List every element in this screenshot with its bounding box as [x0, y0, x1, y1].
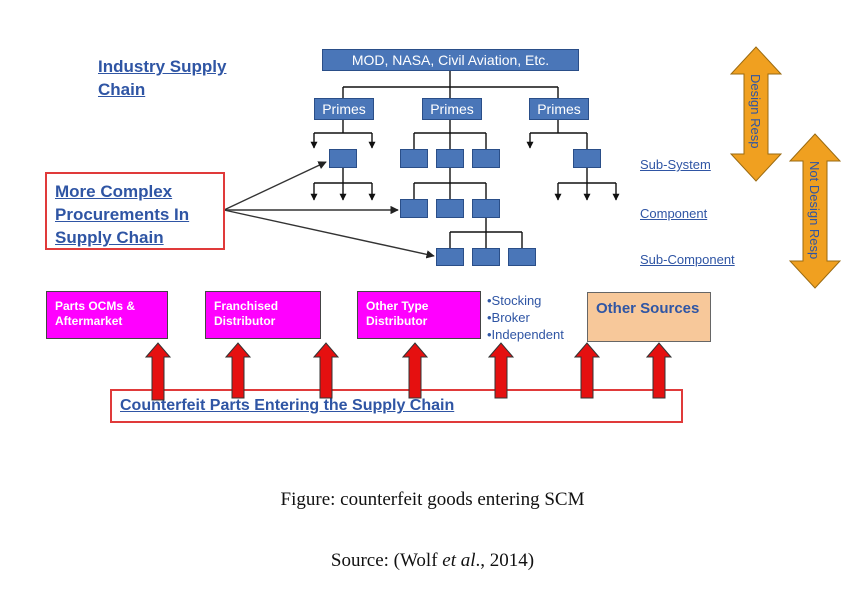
red-up-arrow: [312, 342, 340, 399]
red-up-arrow: [224, 342, 252, 399]
subcomponent-node: [472, 248, 500, 266]
bullet-item: •Broker: [487, 310, 530, 325]
source-parts-ocm: Parts OCMs & Aftermarket: [46, 291, 168, 339]
prime-box-2: Primes: [422, 98, 482, 120]
source-italic: et al: [442, 550, 476, 571]
design-resp-arrow: [730, 46, 782, 182]
page-title: Industry Supply Chain: [98, 57, 227, 99]
source-prefix: Source: (Wolf: [330, 550, 443, 571]
level-label-subcomponent: Sub-Component: [640, 252, 735, 267]
source-suffix: ., 2014): [475, 550, 535, 571]
subcomponent-node: [508, 248, 536, 266]
design-resp-label: Design Resp: [748, 74, 763, 149]
subsystem-node: [573, 149, 601, 168]
subsystem-node: [400, 149, 428, 168]
source-caption: Source: (Wolf et al., 2014): [0, 550, 865, 572]
red-up-arrow: [401, 342, 429, 399]
subsystem-node: [472, 149, 500, 168]
red-up-arrow: [144, 342, 172, 401]
level-label-component: Component: [640, 206, 708, 221]
subcomponent-node: [436, 248, 464, 266]
component-node: [472, 199, 500, 218]
counterfeit-label: Counterfeit Parts Entering the Supply Ch…: [120, 397, 455, 414]
component-node: [400, 199, 428, 218]
not-design-resp-label: Not Design Resp: [807, 161, 822, 260]
distributor-type-list: •Stocking •Broker •Independent: [487, 292, 564, 343]
bullet-item: •Stocking: [487, 293, 542, 308]
source-franchised-distributor: Franchised Distributor: [205, 291, 321, 339]
component-node: [436, 199, 464, 218]
red-up-arrow: [487, 342, 515, 399]
bullet-item: •Independent: [487, 327, 564, 342]
not-design-resp-arrow: [789, 133, 841, 289]
prime-box-1: Primes: [314, 98, 374, 120]
figure-caption: Figure: counterfeit goods entering SCM: [280, 489, 585, 510]
complex-procurement-label: More Complex Procurements In Supply Chai…: [55, 182, 190, 247]
red-up-arrow: [645, 342, 673, 399]
prime-box-3: Primes: [529, 98, 589, 120]
subsystem-node: [329, 149, 357, 168]
level-label-subsystem: Sub-System: [640, 157, 711, 172]
subsystem-node: [436, 149, 464, 168]
source-other-sources: Other Sources: [587, 292, 711, 342]
source-other-type-distributor: Other Type Distributor: [357, 291, 481, 339]
top-authority-box: MOD, NASA, Civil Aviation, Etc.: [322, 49, 579, 71]
red-up-arrow: [573, 342, 601, 399]
complex-procurement-box: More Complex Procurements In Supply Chai…: [45, 172, 225, 250]
